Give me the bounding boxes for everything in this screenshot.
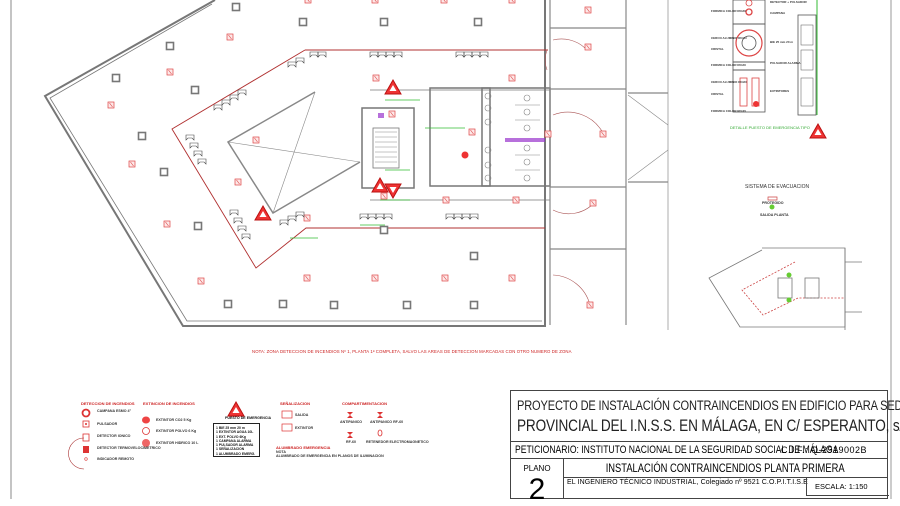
post-item: 1 ALUMBRADO EMERG. — [216, 451, 256, 456]
legend-emergency-post-label: PUESTO DE EMERGENCIA — [225, 416, 272, 420]
cif: C.I.F.: Q-2919002B — [780, 445, 867, 455]
emergency-post-contents: 1 BIE 25 mm 20 m 1 EXTINTOR AGUA 10L 1 E… — [213, 423, 260, 457]
zone-boundary — [171, 49, 548, 269]
post-item: 1 EXT. POLVO 6Kg — [216, 434, 246, 439]
detail-label: FORMICA COLOR ROJO — [711, 63, 746, 67]
plano-cell: PLANO 2 — [511, 459, 564, 505]
title-block: PROYECTO DE INSTALACIÓN CONTRAINCENDIOS … — [510, 390, 900, 505]
post-item: 1 BIE 25 mm 20 m — [216, 426, 245, 430]
detail-label: FORMICA COLOR ROJO — [711, 109, 746, 113]
legend-item-indicador: INDICADOR REMOTO — [97, 457, 135, 461]
detail-label: BIE 25 mm 20 m — [770, 40, 794, 44]
detail-label: FORMICA COLOR ROJO — [711, 9, 746, 13]
legend-item-detector-ionico: DETECTOR IONICO — [97, 434, 131, 438]
project-title: PROYECTO DE INSTALACIÓN CONTRAINCENDIOS … — [511, 391, 900, 442]
legend-item-rf60: RF-60 — [346, 440, 356, 444]
legend-emergency-lighting-note-label: NOTA — [276, 450, 286, 454]
atrium — [226, 91, 361, 215]
detail-label: CRISTAL — [711, 92, 724, 96]
petitioner-row: PETICIONARIO: INSTITUTO NACIONAL DE LA S… — [511, 442, 887, 459]
post-item: 1 CAMPANA ALARMA — [216, 438, 252, 443]
evacuation-item-salida: SALIDA PLANTA — [760, 213, 789, 217]
evacuation-mini-plan — [708, 247, 862, 330]
detail-label: PULSADOR ALARMA — [770, 61, 801, 65]
extinguisher-core — [461, 151, 469, 159]
legend-item-hidrico: EXTINTOR HIDRICO 10 L — [156, 441, 199, 445]
project-title-line1: PROYECTO DE INSTALACIÓN CONTRAINCENDIOS … — [517, 398, 900, 414]
emergency-post-detail — [732, 0, 817, 116]
legend-item-co2: EXTINTOR CO2 5 Kg — [156, 418, 192, 422]
smoke-detectors — [107, 0, 607, 309]
building-outline — [43, 0, 546, 327]
detail-label: EXTINTORES — [770, 89, 790, 93]
legend-item-polvo: EXTINTOR POLVO 6 Kg — [156, 429, 197, 433]
legend-emergency-lighting-note: ALUMBRADO DE EMERGENCIA EN PLANOS DE ILU… — [276, 454, 384, 458]
legend-item-salida: SALIDA — [295, 413, 309, 417]
detail-label: CAMPANA — [770, 11, 786, 15]
detail-label: CRISTAL — [711, 47, 724, 51]
detail-label: DETECTOR + PULSADOR — [770, 0, 807, 4]
legend-item-antipanico: ANTIPANICO — [340, 420, 363, 424]
project-title-line2: PROVINCIAL DEL I.N.S.S. EN MÁLAGA, EN C/… — [517, 416, 900, 435]
post-item: 1 PULSADOR ALARMA — [216, 443, 254, 448]
plano-label: PLANO — [523, 464, 551, 473]
structural-columns — [111, 2, 483, 310]
legend-item-retenedor: RETENEDOR ELECTROMAGNETICO — [366, 440, 429, 444]
post-item: 1 EXTINTOR AGUA 10L — [216, 430, 254, 435]
legend-extinction-heading: EXTINCION DE INCENDIOS — [143, 401, 195, 406]
detection-zone-note: NOTA: ZONA DETECCION DE INCENDIOS Nº 1, … — [252, 349, 572, 354]
seating — [185, 51, 489, 240]
legend-item-pulsador: PULSADOR — [97, 422, 118, 426]
emergency-posts — [254, 79, 402, 221]
detail-emergency-icon — [809, 123, 827, 139]
plano-number: 2 — [528, 473, 546, 506]
legend-signage-heading: SEÑALIZACION — [280, 401, 310, 406]
scale: ESCALA: 1:150 — [806, 477, 889, 496]
office-rooms — [549, 0, 669, 330]
petitioner: PETICIONARIO: INSTITUTO NACIONAL DE LA S… — [515, 444, 839, 456]
detail-label: CERCO ALUMINIO ROJO — [711, 36, 747, 40]
sheet-title: INSTALACIÓN CONTRAINCENDIOS PLANTA PRIME… — [605, 461, 845, 475]
bie-piping — [290, 99, 465, 239]
detail-caption: DETALLE PUESTO DE EMERGENCIA TIPO — [730, 125, 810, 130]
door-swings — [544, 38, 604, 306]
legend-item-antipanico-rf60: ANTIPANICO RF-60 — [370, 420, 404, 424]
legend-emergency-lighting-heading: ALUMBRADO EMERGENCIA — [276, 445, 331, 450]
legend-compartment-heading: COMPARTIMENTACION — [342, 401, 387, 406]
toilet-stalls — [484, 92, 540, 182]
legend-item-detector-termo: DETECTOR TERMOVELOCIMETRICO — [97, 446, 161, 450]
purple-device — [505, 138, 545, 142]
legend-item-campana: CAMPANA ESMO 4" — [97, 409, 132, 413]
post-item: 1 SEÑALIZACION — [216, 447, 245, 452]
detail-label: CERCO ALUMINIO ROJO — [711, 80, 747, 84]
evacuation-title: SISTEMA DE EVACUACION — [745, 184, 810, 190]
stair-treads — [375, 131, 397, 163]
legend-item-extintor: EXTINTOR — [295, 426, 314, 430]
sheet-title-row: INSTALACIÓN CONTRAINCENDIOS PLANTA PRIME… — [563, 459, 887, 478]
evacuation-item-protegido: PROTEGIDO — [762, 201, 784, 205]
legend-icons — [68, 401, 383, 470]
engineer-credit: EL INGENIERO TÉCNICO INDUSTRIAL, Colegia… — [567, 479, 808, 486]
legend-detection-heading: DETECCION DE INCENDIOS — [81, 401, 135, 406]
